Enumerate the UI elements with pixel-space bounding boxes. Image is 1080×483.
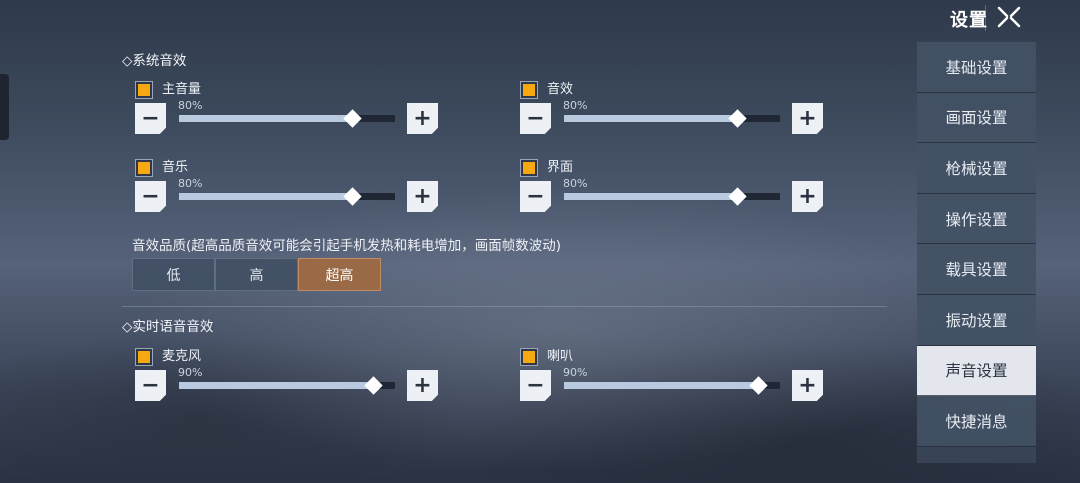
music-increase-button[interactable]: + [407,181,438,212]
close-button[interactable] [986,0,1032,34]
sidebar-item-sound[interactable]: 声音设置 [917,345,1036,397]
interface-checkbox[interactable] [520,159,538,177]
checkbox-checked-indicator [523,84,535,96]
sound-effects-label: 音效 [547,82,574,97]
slider-thumb[interactable] [749,376,769,395]
slider-fill [179,382,374,389]
music-checkbox[interactable] [135,159,153,177]
speaker-decrease-button[interactable]: − [520,370,551,401]
interface-label: 界面 [547,160,574,175]
master-volume-slider-track[interactable] [179,109,395,128]
slider-sound-effects: 音效 80% − + [520,81,823,141]
microphone-checkbox[interactable] [135,348,153,366]
left-edge-handle[interactable] [0,74,9,140]
microphone-label: 麦克风 [162,349,202,364]
interface-increase-button[interactable]: + [792,181,823,212]
sidebar-item-basic[interactable]: 基础设置 [917,42,1036,93]
microphone-increase-button[interactable]: + [407,370,438,401]
slider-thumb[interactable] [343,109,362,128]
slider-master-volume: 主音量 80% − + [135,81,438,141]
interface-value: 80% [563,177,588,190]
slider-fill [564,115,737,122]
audio-quality-selector: 低 高 超高 [132,258,381,291]
sidebar-item-vehicles[interactable]: 载具设置 [917,244,1036,295]
audio-quality-label: 音效品质(超高品质音效可能会引起手机发热和耗电增加，画面帧数波动) [132,238,562,254]
sound-effects-value: 80% [563,99,588,112]
section-divider [122,306,887,307]
microphone-value: 90% [178,366,203,379]
quality-option-high[interactable]: 高 [215,258,298,291]
slider-thumb[interactable] [343,187,362,206]
sidebar-item-graphics[interactable]: 画面设置 [917,92,1036,144]
speaker-label: 喇叭 [547,349,574,364]
sound-effects-slider-track[interactable] [564,109,780,128]
sound-effects-decrease-button[interactable]: − [520,103,551,134]
music-label: 音乐 [162,160,189,175]
header: 设置 [950,4,988,34]
checkbox-checked-indicator [138,84,150,96]
slider-music: 音乐 80% − + [135,159,438,219]
sidebar-item-quick-messages[interactable]: 快捷消息 [917,396,1036,447]
music-value: 80% [178,177,203,190]
interface-decrease-button[interactable]: − [520,181,551,212]
music-decrease-button[interactable]: − [135,181,166,212]
sound-effects-increase-button[interactable]: + [792,103,823,134]
speaker-checkbox[interactable] [520,348,538,366]
slider-microphone: 麦克风 90% − + [135,348,438,408]
interface-slider-track[interactable] [564,187,780,206]
sidebar-item-controls[interactable]: 操作设置 [917,193,1036,245]
checkbox-checked-indicator [138,351,150,363]
sound-effects-checkbox[interactable] [520,81,538,99]
master-volume-decrease-button[interactable]: − [135,103,166,134]
system-audio-title: ◇系统音效 [122,53,187,69]
microphone-slider-track[interactable] [179,376,395,395]
checkbox-checked-indicator [138,162,150,174]
slider-fill [179,193,352,200]
slider-fill [564,193,737,200]
slider-speaker: 喇叭 90% − + [520,348,823,408]
header-divider [985,5,986,31]
slider-thumb[interactable] [364,376,384,395]
slider-interface: 界面 80% − + [520,159,823,219]
master-volume-increase-button[interactable]: + [407,103,438,134]
master-volume-checkbox[interactable] [135,81,153,99]
sidebar-item-vibration[interactable]: 振动设置 [917,294,1036,346]
microphone-decrease-button[interactable]: − [135,370,166,401]
close-x-icon [997,6,1021,28]
speaker-slider-track[interactable] [564,376,780,395]
page-title: 设置 [950,10,988,31]
settings-sidebar: 基础设置 画面设置 枪械设置 操作设置 载具设置 振动设置 声音设置 快捷消息 [917,42,1036,463]
master-volume-value: 80% [178,99,203,112]
slider-fill [179,115,352,122]
music-slider-track[interactable] [179,187,395,206]
speaker-increase-button[interactable]: + [792,370,823,401]
checkbox-checked-indicator [523,351,535,363]
quality-option-low[interactable]: 低 [132,258,215,291]
voice-audio-title: ◇实时语音音效 [122,319,214,335]
slider-thumb[interactable] [728,187,747,206]
master-volume-label: 主音量 [162,82,202,97]
sidebar-item-weapons[interactable]: 枪械设置 [917,143,1036,194]
speaker-value: 90% [563,366,588,379]
quality-option-ultra[interactable]: 超高 [298,258,381,291]
slider-thumb[interactable] [728,109,747,128]
checkbox-checked-indicator [523,162,535,174]
slider-fill [564,382,759,389]
